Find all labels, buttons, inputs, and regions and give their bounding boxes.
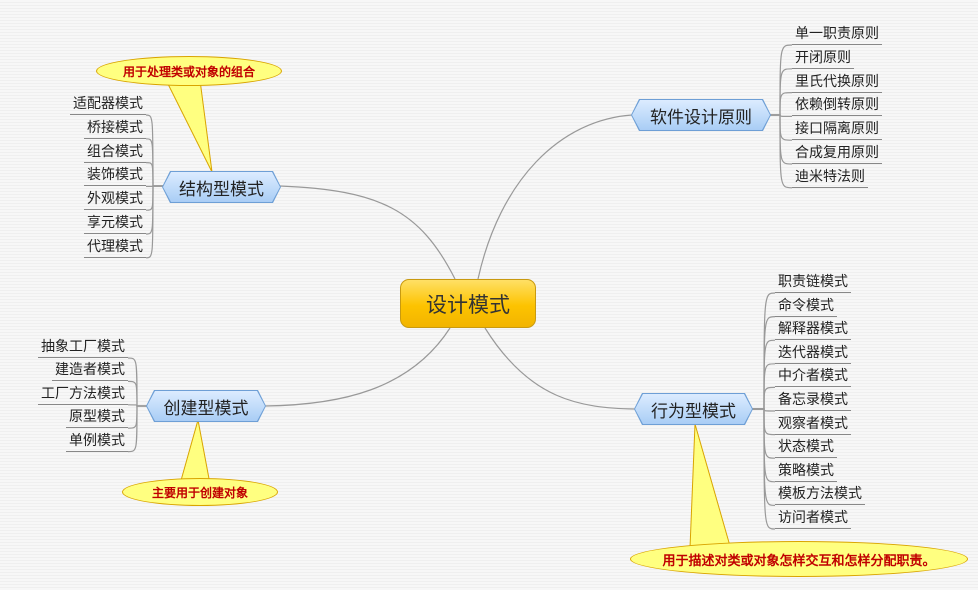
connector-structural (279, 185, 456, 280)
leaf-connector (770, 68, 793, 116)
leaf-connector (127, 405, 147, 453)
leaf-structural[interactable]: 享元模式 (84, 213, 146, 234)
leaf-principles[interactable]: 接口隔离原则 (792, 119, 882, 141)
leaf-principles[interactable]: 合成复用原则 (792, 143, 882, 164)
callout-pointer-structural (164, 77, 213, 173)
leaf-behavioral[interactable]: 备忘录模式 (775, 390, 851, 411)
leaf-behavioral[interactable]: 中介者模式 (775, 366, 851, 388)
leaf-behavioral[interactable]: 命令模式 (775, 296, 837, 317)
note-structural: 用于处理类或对象的组合 (96, 56, 282, 86)
leaf-creational[interactable]: 建造者模式 (52, 360, 128, 382)
leaf-connector (145, 114, 163, 187)
leaf-principles[interactable]: 开闭原则 (792, 48, 854, 69)
connector-behavioral (484, 327, 636, 410)
leaf-principles[interactable]: 里氏代换原则 (792, 72, 882, 93)
callout-pointer-creational (179, 419, 211, 485)
leaf-principles[interactable]: 单一职责原则 (792, 24, 882, 45)
branch-behavioral[interactable]: 行为型模式 (635, 394, 752, 424)
branch-structural[interactable]: 结构型模式 (163, 172, 280, 202)
leaf-connector (770, 92, 793, 116)
leaf-creational[interactable]: 工厂方法模式 (38, 384, 128, 405)
note-creational: 主要用于创建对象 (122, 478, 278, 506)
leaf-structural[interactable]: 外观模式 (84, 189, 146, 211)
connector-principles (477, 114, 633, 280)
leaf-connector (145, 162, 163, 187)
leaf-connector (145, 185, 163, 259)
leaf-connector (145, 185, 163, 211)
leaf-behavioral[interactable]: 访问者模式 (775, 508, 851, 529)
leaf-behavioral[interactable]: 解释器模式 (775, 319, 851, 341)
leaf-connector (752, 408, 776, 530)
branch-creational[interactable]: 创建型模式 (147, 391, 265, 421)
leaf-behavioral[interactable]: 迭代器模式 (775, 343, 851, 364)
leaf-connector (770, 114, 793, 165)
leaf-connector (770, 114, 793, 141)
branch-principles[interactable]: 软件设计原则 (632, 100, 770, 130)
central-topic[interactable]: 设计模式 (400, 279, 536, 328)
leaf-behavioral[interactable]: 模板方法模式 (775, 484, 865, 506)
connector-creational (264, 327, 451, 407)
leaf-structural[interactable]: 适配器模式 (70, 94, 146, 115)
leaf-connector (770, 114, 793, 189)
leaf-principles[interactable]: 依赖倒转原则 (792, 95, 882, 117)
leaf-structural[interactable]: 桥接模式 (84, 118, 146, 139)
callout-pointer-behavioral (689, 423, 731, 549)
leaf-structural[interactable]: 组合模式 (84, 142, 146, 163)
leaf-behavioral[interactable]: 策略模式 (775, 461, 837, 482)
leaf-creational[interactable]: 单例模式 (66, 431, 128, 452)
leaf-behavioral[interactable]: 观察者模式 (775, 414, 851, 435)
leaf-structural[interactable]: 装饰模式 (84, 165, 146, 187)
leaf-behavioral[interactable]: 状态模式 (775, 437, 837, 459)
note-behavioral: 用于描述对类或对象怎样交互和怎样分配职责。 (630, 541, 968, 577)
leaf-principles[interactable]: 迪米特法则 (792, 167, 868, 188)
leaf-creational[interactable]: 原型模式 (66, 407, 128, 429)
leaf-creational[interactable]: 抽象工厂模式 (38, 337, 128, 358)
leaf-structural[interactable]: 代理模式 (84, 237, 146, 258)
leaf-behavioral[interactable]: 职责链模式 (775, 272, 851, 293)
